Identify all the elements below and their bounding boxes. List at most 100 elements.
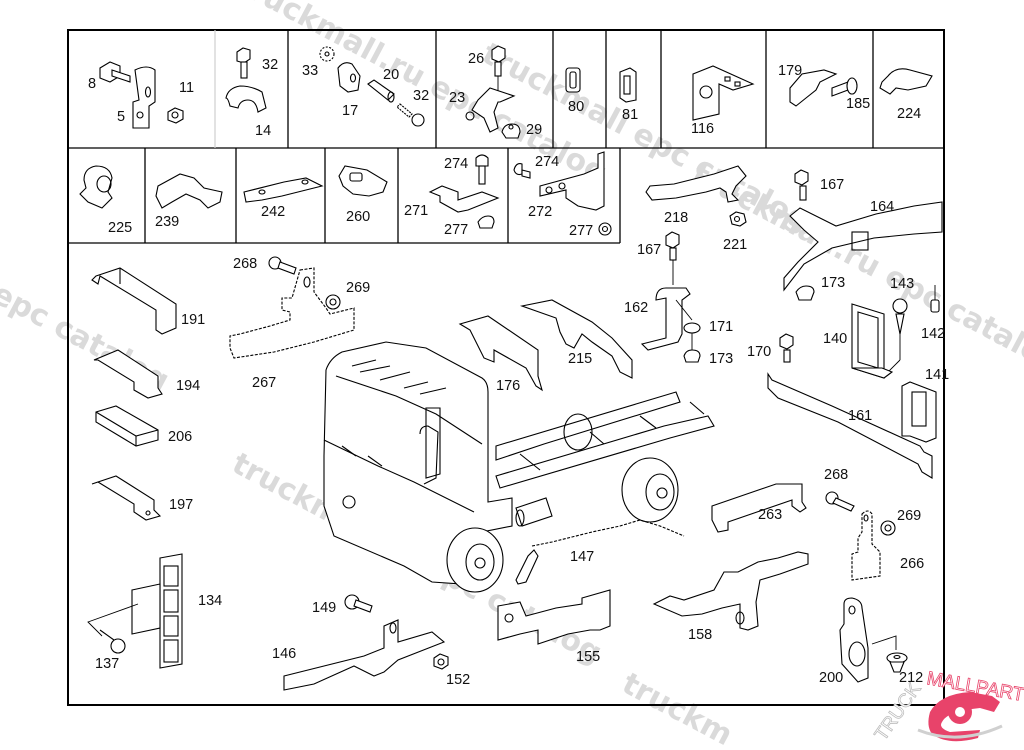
callout-142[interactable]: 142 <box>921 326 946 342</box>
part-bracket-155 <box>497 589 611 645</box>
callout-260[interactable]: 260 <box>346 209 371 225</box>
part-grommet-80 <box>565 67 581 93</box>
callout-152[interactable]: 152 <box>446 672 471 688</box>
callout-239[interactable]: 239 <box>155 214 180 230</box>
callout-274a[interactable]: 274 <box>444 156 469 172</box>
part-rivet-142 <box>930 285 940 313</box>
callout-158[interactable]: 158 <box>688 627 713 643</box>
part-holder-140 <box>851 303 894 379</box>
part-washer-171 <box>683 322 701 352</box>
callout-32b[interactable]: 32 <box>413 88 430 104</box>
callout-224[interactable]: 224 <box>897 106 922 122</box>
callout-218[interactable]: 218 <box>664 210 689 226</box>
callout-197[interactable]: 197 <box>169 497 194 513</box>
callout-225[interactable]: 225 <box>108 220 133 236</box>
part-reflector-holder-134 <box>87 553 183 669</box>
part-nut-269b <box>880 520 896 536</box>
callout-146[interactable]: 146 <box>272 646 297 662</box>
callout-277a[interactable]: 277 <box>444 222 469 238</box>
header-grid <box>68 30 944 244</box>
callout-266[interactable]: 266 <box>900 556 925 572</box>
callout-5[interactable]: 5 <box>117 109 126 125</box>
callout-141[interactable]: 141 <box>925 367 950 383</box>
part-clip-179 <box>789 69 838 107</box>
callout-8[interactable]: 8 <box>88 76 97 92</box>
callout-116[interactable]: 116 <box>691 121 715 137</box>
callout-167b[interactable]: 167 <box>637 242 662 258</box>
callout-11[interactable]: 11 <box>179 80 195 96</box>
callout-26[interactable]: 26 <box>468 51 485 67</box>
callout-191[interactable]: 191 <box>181 312 206 328</box>
callout-140[interactable]: 140 <box>823 331 848 347</box>
callout-176[interactable]: 176 <box>496 378 521 394</box>
callout-272[interactable]: 272 <box>528 204 553 220</box>
callout-20[interactable]: 20 <box>383 67 400 83</box>
callout-212[interactable]: 212 <box>899 670 924 686</box>
truck-cab-chassis <box>323 341 715 593</box>
callout-161[interactable]: 161 <box>848 408 873 424</box>
callout-29[interactable]: 29 <box>526 122 543 138</box>
callout-137[interactable]: 137 <box>95 656 120 672</box>
callout-274b[interactable]: 274 <box>535 154 560 170</box>
part-nut-152 <box>433 653 449 670</box>
callout-194[interactable]: 194 <box>176 378 201 394</box>
part-screw-143 <box>883 298 908 377</box>
part-sleeve-20 <box>367 79 395 103</box>
part-block-206 <box>95 405 159 447</box>
callout-206[interactable]: 206 <box>168 429 193 445</box>
callout-143[interactable]: 143 <box>890 276 915 292</box>
callout-14[interactable]: 14 <box>255 123 272 139</box>
callout-164[interactable]: 164 <box>870 199 895 215</box>
part-nut-277b <box>598 222 612 236</box>
part-bracket-164 <box>783 201 943 292</box>
part-plate-242 <box>243 177 324 203</box>
callout-149[interactable]: 149 <box>312 600 337 616</box>
callout-242[interactable]: 242 <box>261 204 286 220</box>
callout-32[interactable]: 32 <box>262 57 279 73</box>
part-bolt-149 <box>344 594 373 613</box>
part-cable-147 <box>515 519 685 585</box>
callout-179[interactable]: 179 <box>778 63 803 79</box>
callout-81[interactable]: 81 <box>622 107 639 123</box>
callout-185[interactable]: 185 <box>846 96 871 112</box>
callout-173b[interactable]: 173 <box>709 351 734 367</box>
callout-134[interactable]: 134 <box>198 593 223 609</box>
part-clamp-14 <box>225 85 267 113</box>
part-reflector-200 <box>839 597 897 683</box>
callout-170[interactable]: 170 <box>747 344 772 360</box>
callout-277b[interactable]: 277 <box>569 223 594 239</box>
part-bracket-271 <box>428 185 500 213</box>
callout-23[interactable]: 23 <box>449 90 466 106</box>
callout-263[interactable]: 263 <box>758 507 783 523</box>
callout-155[interactable]: 155 <box>576 649 601 665</box>
callout-80[interactable]: 80 <box>568 99 585 115</box>
part-bracket-162 <box>640 287 693 351</box>
logo-text-truck: TRUCK <box>871 679 926 745</box>
callout-271[interactable]: 271 <box>404 203 429 219</box>
callout-267[interactable]: 267 <box>252 375 277 391</box>
part-screw-137 <box>99 629 126 654</box>
callout-147[interactable]: 147 <box>570 549 595 565</box>
callout-269b[interactable]: 269 <box>897 508 922 524</box>
callout-215[interactable]: 215 <box>568 351 593 367</box>
callout-162[interactable]: 162 <box>624 300 649 316</box>
part-bolt-274b <box>513 163 531 179</box>
callout-200[interactable]: 200 <box>819 670 844 686</box>
callout-171[interactable]: 171 <box>709 319 734 335</box>
part-washer-33 <box>319 46 335 62</box>
part-bolt-8 <box>99 61 131 83</box>
part-bracket-158 <box>652 551 809 631</box>
callout-269a[interactable]: 269 <box>346 280 371 296</box>
callout-268b[interactable]: 268 <box>824 467 849 483</box>
callout-268a[interactable]: 268 <box>233 256 258 272</box>
callout-167a[interactable]: 167 <box>820 177 845 193</box>
callout-17[interactable]: 17 <box>342 103 359 119</box>
callout-221[interactable]: 221 <box>723 237 748 253</box>
callout-33[interactable]: 33 <box>302 63 319 79</box>
callout-173a[interactable]: 173 <box>821 275 846 291</box>
part-bolt-268b <box>825 491 855 512</box>
part-bolt-170 <box>779 333 794 363</box>
part-bolt-185 <box>831 77 858 97</box>
